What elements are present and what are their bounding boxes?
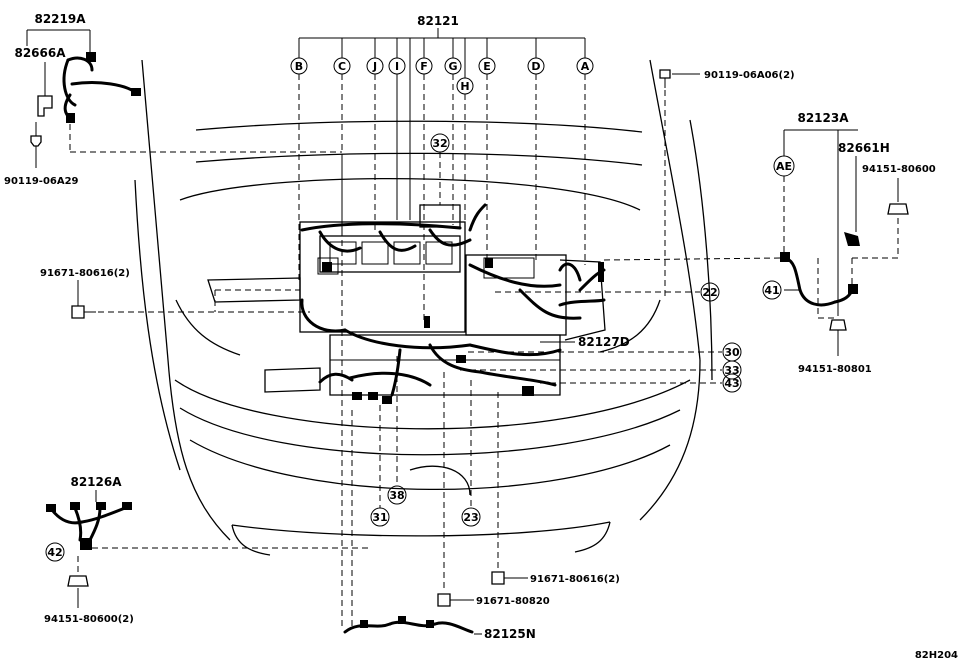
label-82125N: 82125N	[484, 627, 536, 641]
callout-H: H	[456, 77, 474, 95]
callout-32: 32	[430, 133, 450, 205]
label-91671-80616-left: 91671-80616(2)	[40, 268, 130, 279]
callout-B: B	[290, 57, 308, 75]
label-91671-80616-bottom: 91671-80616(2)	[530, 574, 620, 585]
label-82219A: 82219A	[34, 12, 86, 26]
label-90119-06A29: 90119-06A29	[4, 176, 79, 187]
callout-AE: AE	[773, 155, 795, 177]
label-82661H: 82661H	[838, 141, 890, 155]
harness-82123A	[603, 129, 858, 356]
callout-23: 23	[461, 380, 481, 527]
svg-text:G: G	[448, 60, 457, 73]
callout-I: I	[388, 57, 406, 75]
svg-text:38: 38	[389, 489, 404, 502]
svg-text:22: 22	[702, 286, 717, 299]
svg-text:41: 41	[764, 284, 779, 297]
label-82121: 82121	[417, 14, 459, 28]
callout-31: 31	[370, 405, 390, 527]
svg-text:J: J	[372, 60, 377, 73]
callout-A: A	[576, 57, 594, 75]
svg-text:AE: AE	[776, 160, 792, 173]
callout-C: C	[333, 57, 351, 75]
callout-D: D	[527, 57, 545, 75]
callout-22: 22	[495, 282, 720, 302]
label-90119-06A06: 90119-06A06(2)	[704, 70, 795, 81]
svg-text:H: H	[460, 80, 469, 93]
label-82123A: 82123A	[797, 111, 849, 125]
callout-F: F	[415, 57, 433, 75]
label-82126A: 82126A	[70, 475, 122, 489]
svg-text:32: 32	[432, 137, 447, 150]
callout-41: 41	[762, 280, 782, 300]
sensor-82661H	[844, 156, 860, 246]
callout-43: 43	[540, 373, 742, 393]
bolt-90119-06A06	[659, 69, 700, 296]
harness-82219A	[26, 29, 342, 168]
svg-text:I: I	[395, 60, 399, 73]
callout-38: 38	[387, 356, 407, 505]
callout-42: 42	[45, 542, 65, 562]
vehicle-body-outline	[134, 59, 713, 556]
label-82127D: 82127D	[578, 335, 630, 349]
svg-text:30: 30	[724, 346, 740, 359]
bolt-91671-80820	[437, 372, 474, 607]
callout-E: E	[478, 57, 496, 75]
bolt-91671-80616-bottom	[491, 392, 528, 585]
svg-text:31: 31	[372, 511, 387, 524]
label-94151-80801: 94151-80801	[798, 364, 872, 375]
svg-text:E: E	[483, 60, 491, 73]
svg-text:F: F	[420, 60, 428, 73]
svg-text:B: B	[295, 60, 303, 73]
label-91671-80820: 91671-80820	[476, 596, 550, 607]
svg-text:33: 33	[724, 364, 739, 377]
harness-82125N	[341, 160, 482, 635]
engine-assembly	[299, 204, 606, 396]
main-harness-82121	[300, 203, 606, 404]
svg-text:A: A	[581, 60, 590, 73]
callout-G: G	[444, 57, 462, 75]
label-group-82127D: 82127D	[540, 335, 630, 349]
svg-text:C: C	[338, 60, 346, 73]
nut-94151-80600	[851, 178, 909, 284]
svg-text:42: 42	[47, 546, 62, 559]
svg-text:43: 43	[724, 377, 739, 390]
svg-text:23: 23	[463, 511, 478, 524]
label-82666A: 82666A	[14, 46, 66, 60]
svg-text:D: D	[531, 60, 540, 73]
callout-J: J	[366, 57, 384, 75]
label-94151-80600: 94151-80600	[862, 164, 936, 175]
bolt-91671-80616-left	[71, 280, 310, 319]
harness-82126A	[46, 490, 370, 608]
diagram-code: 82H204	[915, 650, 958, 661]
label-94151-80600x2: 94151-80600(2)	[44, 614, 134, 625]
callout-33: 33	[460, 360, 742, 380]
